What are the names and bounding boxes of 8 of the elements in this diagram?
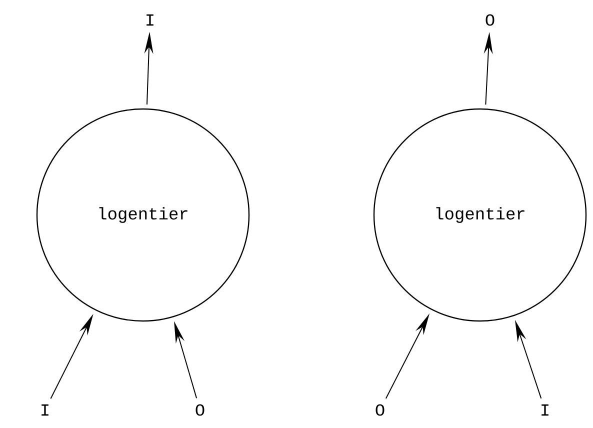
circle-node: logentier [36,108,250,322]
io-label: I [146,14,154,26]
io-label: I [42,404,48,416]
io-label: O [376,404,384,416]
io-label: I [542,404,548,416]
io-label: O [196,404,204,416]
circle-node: logentier [373,108,587,322]
io-label: O [486,14,494,26]
